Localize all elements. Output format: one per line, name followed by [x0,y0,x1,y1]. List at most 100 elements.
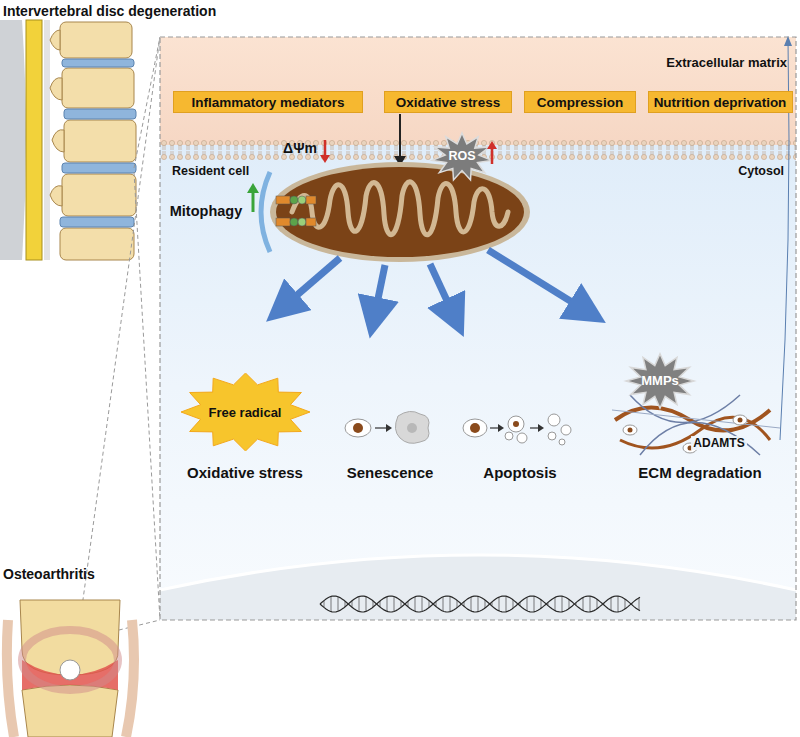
art-part [345,419,371,437]
art-part [488,250,588,312]
art-part [50,78,62,100]
knee-illustration [7,600,134,737]
art-part [463,419,487,437]
dna-rung [331,597,332,612]
art-part [407,423,417,433]
art-part [60,217,134,227]
dna-rung [373,601,374,607]
art-part [623,425,637,435]
label-text: ADAMTS [691,436,746,450]
dna-rung [555,597,556,610]
art-part [64,120,136,162]
dna-rung [450,596,451,611]
outcome-arrows [282,250,588,318]
label-text: Senescence [347,464,434,481]
art-part [538,424,544,432]
art-part [160,555,796,620]
label-text: MMPs [641,373,679,388]
dna-rung [499,597,500,611]
dna-rung [366,597,367,612]
stimulus-box: Compression [524,91,636,113]
art-part [261,172,270,252]
node-text: Compression [537,95,623,110]
node-text: Inflammatory mediators [191,95,344,110]
dna-rung [415,597,416,611]
mitochondrion [270,162,530,262]
art-part [64,109,136,119]
art-part [505,432,513,440]
dna-rung [324,601,325,608]
dna-rung [359,597,360,612]
art-part [60,660,80,680]
art-part [430,264,455,318]
dna-rung [422,597,423,612]
art-part [160,555,796,590]
dna-rung [380,601,381,607]
art-part [50,186,62,206]
art-part [498,424,504,432]
dna-rung [401,601,402,608]
dna-rung [387,597,388,612]
art-part [22,630,118,690]
label-text: Oxidative stress [187,464,303,481]
dna-rung [569,599,570,608]
art-part [160,37,796,620]
dna-rung [548,602,549,605]
art-part [62,59,134,67]
arrow-head [487,141,497,149]
dna-rung [541,600,542,609]
label-text: Mitophagy [170,203,243,219]
dna-rung [352,601,353,607]
dna-rung [520,602,521,606]
dna-rung [604,603,605,605]
ros-burst [432,133,491,180]
art-part [252,190,255,212]
art-part [282,258,340,308]
dna [320,596,640,612]
art-part [290,218,298,226]
art-part [612,410,780,428]
art-part [60,59,136,227]
art-part [60,22,132,58]
label-text: Cytosol [738,164,784,178]
art-part [395,411,429,443]
dna-rung [436,602,437,607]
art-part [62,163,136,173]
art-part [44,20,50,260]
dna-rung [632,603,633,605]
art-part [26,20,42,260]
label-text: Extracellular matrix [666,55,787,70]
art-part [292,182,508,235]
art-part [561,425,571,435]
art-part [306,218,316,226]
dna-rung [408,601,409,607]
dna-rung [471,597,472,611]
art-part [60,228,134,260]
art-part [270,162,530,262]
art-part [374,265,385,318]
label-text: ROS [448,149,475,163]
art-part [50,22,136,260]
art-part [160,37,796,620]
dna-rung [534,596,535,612]
mmp-burst [626,354,694,408]
art-part [276,196,290,204]
art-part [276,167,524,257]
art-part [276,218,290,226]
dna-rung [513,600,514,608]
art-part [733,415,747,425]
ecm-mesh [612,395,780,455]
art-part [738,418,743,423]
dna-rung [345,601,346,607]
dna-rung [611,598,612,611]
stimulus-box: Inflammatory mediators [173,91,363,113]
dna-rung [457,600,458,607]
label-text: ΔΨm [283,140,317,156]
art-part [298,196,306,204]
apoptosis-icon [463,414,571,445]
dna-strand [320,596,640,612]
senescence-icon [345,411,429,443]
art-part [628,428,633,433]
art-part [78,37,160,636]
